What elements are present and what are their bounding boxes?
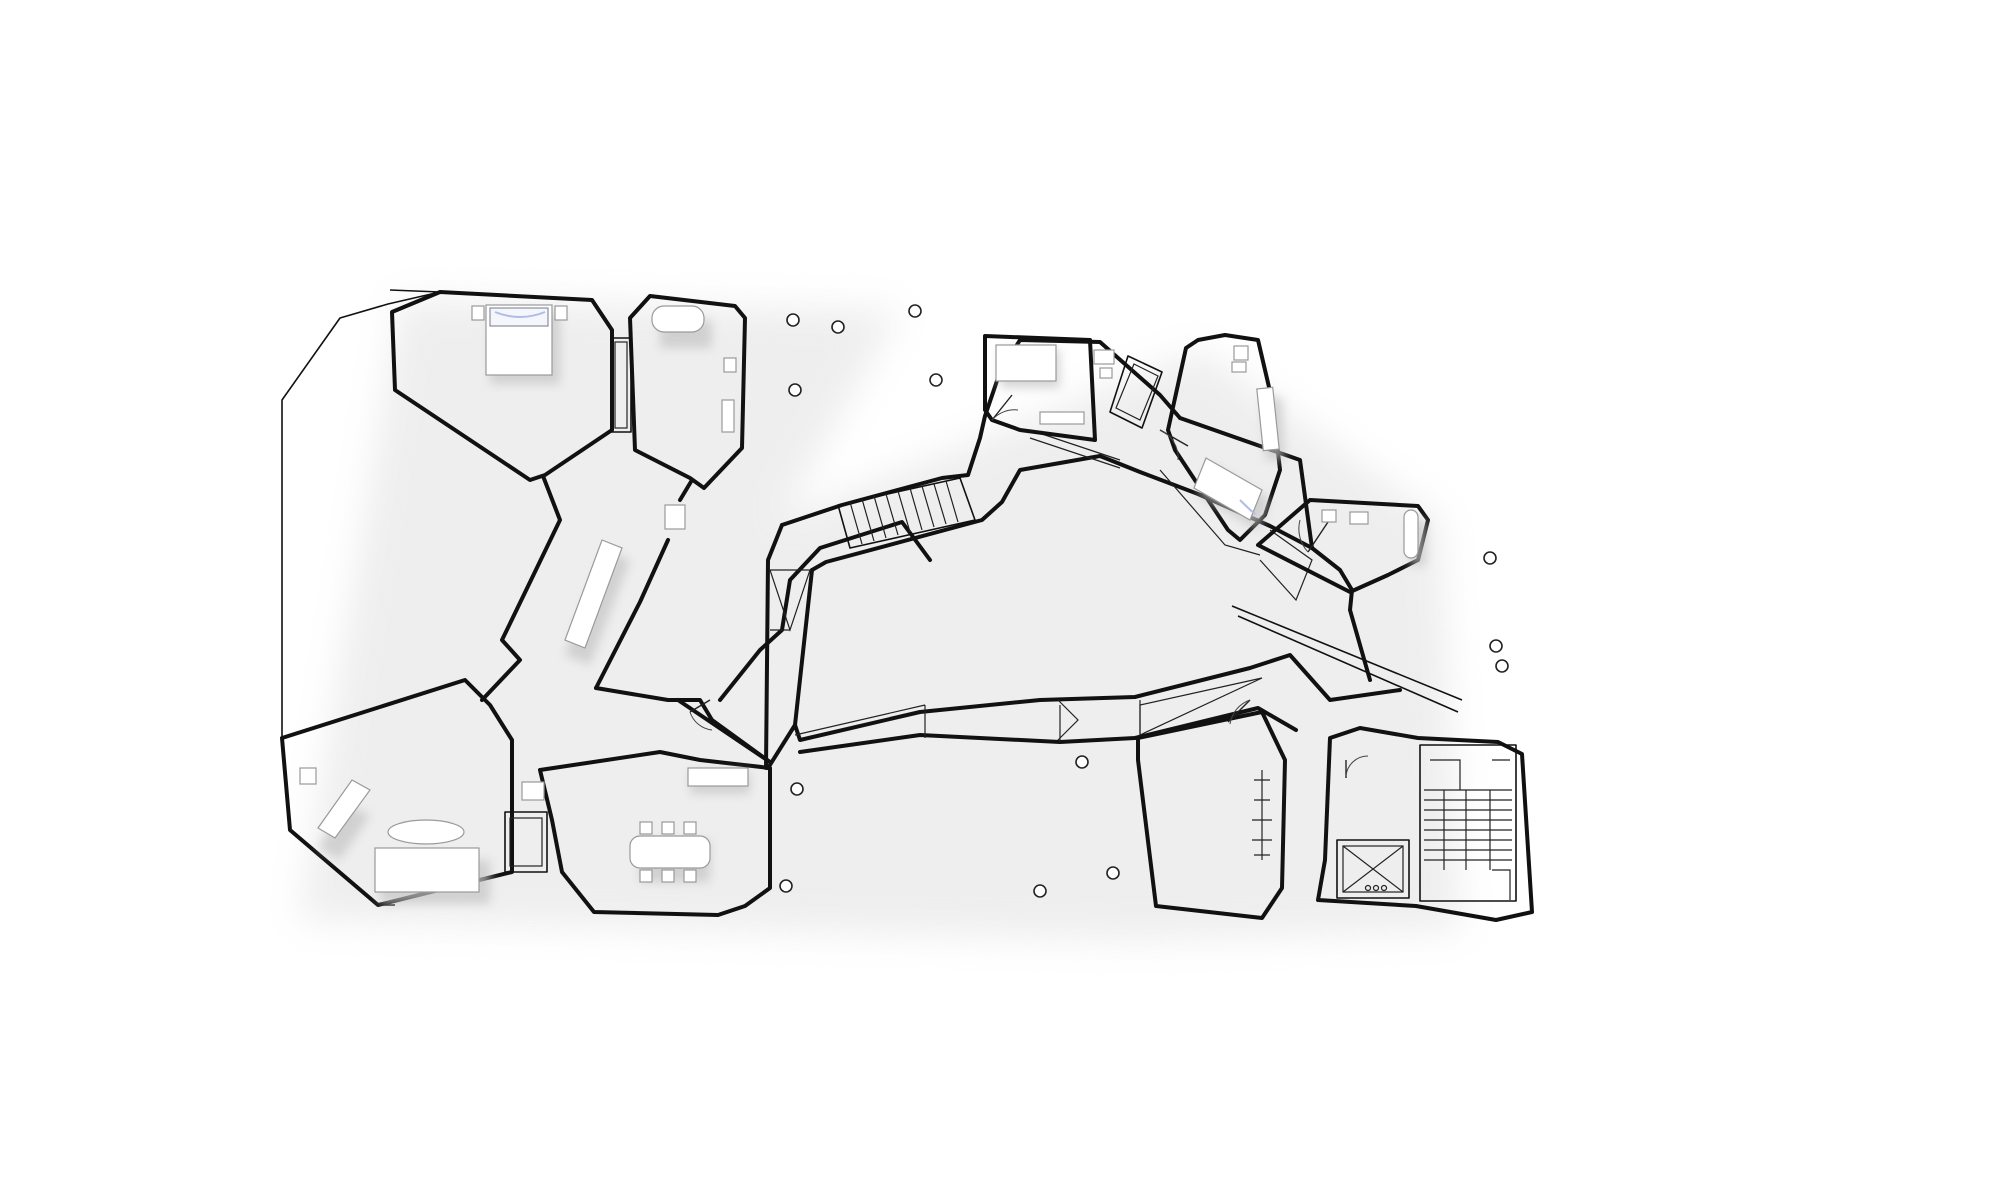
- dining-table: [629, 835, 711, 869]
- east-suite-walls: [1166, 333, 1282, 542]
- hall-bench: [564, 539, 623, 649]
- elevator-shaft: [1336, 839, 1410, 899]
- coffee-table: [387, 819, 465, 845]
- chair-3: [683, 821, 697, 835]
- dining-room-walls: [538, 750, 772, 917]
- central-corridor: [764, 338, 1463, 770]
- nightstand-left: [471, 305, 485, 321]
- chair-5: [661, 869, 675, 883]
- corridor-stair: [837, 477, 976, 549]
- bath-fixture-a: [723, 357, 737, 373]
- east-basin: [1099, 367, 1113, 379]
- chair-6: [683, 869, 697, 883]
- main-stair: [1419, 744, 1517, 902]
- ambient-shadow: [300, 300, 1460, 940]
- stair-core-walls: [1316, 726, 1534, 922]
- east-bedroom-walls: [983, 334, 1097, 442]
- east-bath-sink-b: [1349, 511, 1369, 525]
- suite-basin: [1231, 361, 1247, 373]
- sliding-units: [504, 337, 1163, 873]
- chair-2: [661, 821, 675, 835]
- east-stool: [1093, 349, 1115, 365]
- furniture: [299, 304, 1426, 904]
- bath-cabinet: [664, 504, 686, 530]
- doors: [689, 394, 1369, 778]
- bathroom-walls: [628, 294, 747, 490]
- sideboard: [687, 767, 749, 787]
- living-bench: [317, 779, 371, 839]
- bathtub: [651, 305, 705, 333]
- bedroom-walls: [390, 290, 614, 482]
- living-room-walls: [280, 678, 514, 907]
- chair-4: [639, 869, 653, 883]
- east-desk: [1039, 411, 1085, 425]
- south-corridor-room-walls: [1136, 710, 1287, 920]
- suite-chair: [1233, 345, 1249, 361]
- suite-dresser: [1256, 386, 1280, 452]
- coat-rack: [1252, 770, 1272, 860]
- side-cabinet: [521, 781, 545, 801]
- bath-fixture-b: [721, 399, 735, 433]
- sofa: [374, 847, 480, 893]
- nightstand-right: [554, 305, 568, 321]
- west-wing-outline: [280, 289, 932, 907]
- columns: [779, 304, 1509, 898]
- east-bed: [995, 344, 1057, 382]
- chair-1: [639, 821, 653, 835]
- east-bath-tub: [1403, 509, 1419, 559]
- side-table: [299, 767, 317, 785]
- east-bath-sink-a: [1321, 509, 1337, 523]
